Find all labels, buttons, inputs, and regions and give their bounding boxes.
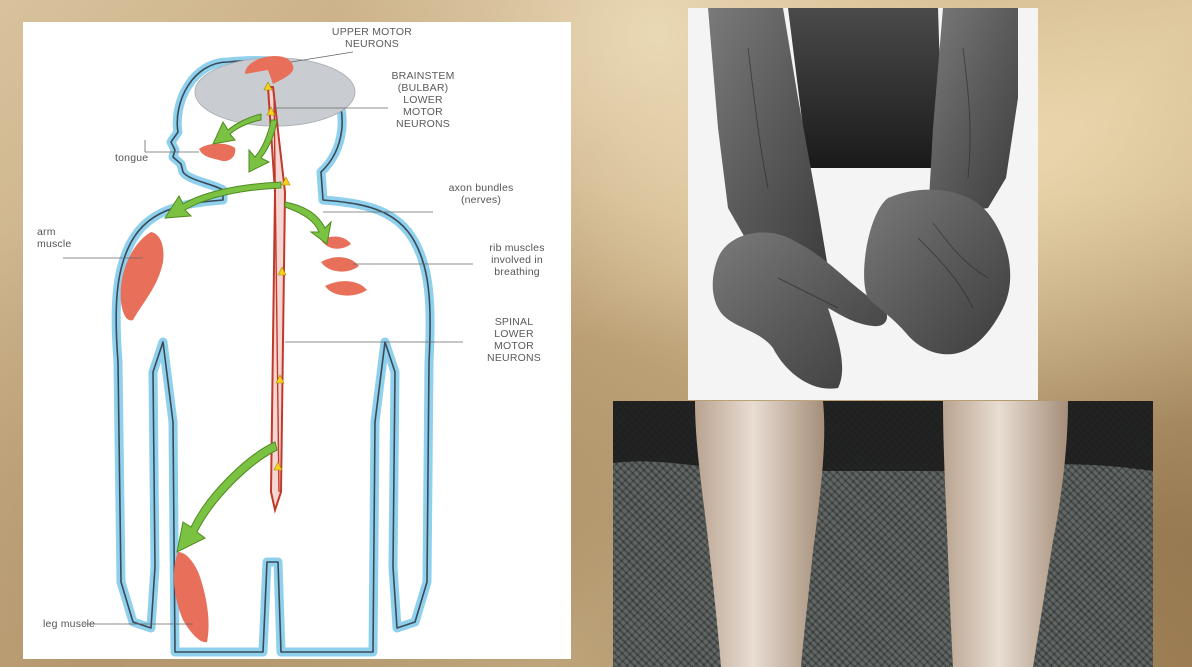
forearms-illustration xyxy=(613,401,1153,667)
right-forearm xyxy=(943,401,1068,667)
label-arm-muscle: arm muscle xyxy=(37,226,97,250)
motor-neuron-diagram: UPPER MOTOR NEURONS BRAINSTEM (BULBAR) L… xyxy=(23,22,571,659)
left-forearm xyxy=(695,401,824,667)
hands-illustration xyxy=(688,8,1038,400)
label-rib-muscles: rib muscles involved in breathing xyxy=(467,242,567,278)
label-brainstem: BRAINSTEM (BULBAR) LOWER MOTOR NEURONS xyxy=(379,70,467,130)
label-leg-muscle: leg muscle xyxy=(43,618,133,630)
label-spinal-lower-motor-neurons: SPINAL LOWER MOTOR NEURONS xyxy=(469,316,559,364)
label-axon-bundles: axon bundles (nerves) xyxy=(431,182,531,206)
torso xyxy=(788,8,943,168)
hands-photo xyxy=(688,8,1038,400)
forearms-photo xyxy=(613,401,1153,667)
label-upper-motor-neurons: UPPER MOTOR NEURONS xyxy=(313,26,431,50)
label-tongue: tongue xyxy=(115,152,175,164)
